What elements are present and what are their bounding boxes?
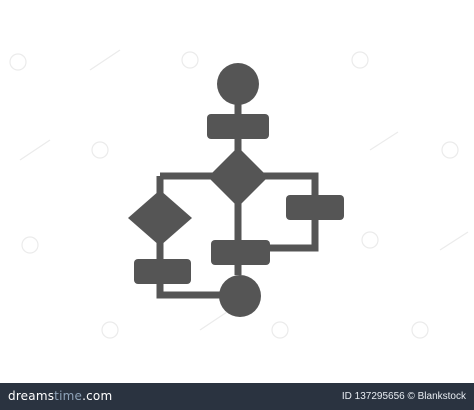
process-box-left <box>134 259 191 284</box>
dreamstime-logo: dreamstime.com <box>8 383 112 410</box>
stock-footer-bar: dreamstime.com ID 137295656 © Blankstock <box>0 383 474 410</box>
start-node <box>217 63 259 105</box>
decision-diamond-left <box>128 190 192 246</box>
process-box-top <box>207 114 269 139</box>
logo-dot: time <box>54 389 83 403</box>
decision-diamond-center <box>208 147 268 207</box>
logo-main: dreams <box>8 389 55 403</box>
process-box-middle <box>211 240 270 265</box>
flowchart-icon <box>9 49 469 339</box>
watermark-pattern <box>9 49 469 339</box>
logo-suffix: .com <box>82 389 113 403</box>
image-id-text: ID 137295656 © Blankstock <box>341 391 466 402</box>
process-box-right <box>286 195 344 220</box>
end-node <box>219 275 261 317</box>
